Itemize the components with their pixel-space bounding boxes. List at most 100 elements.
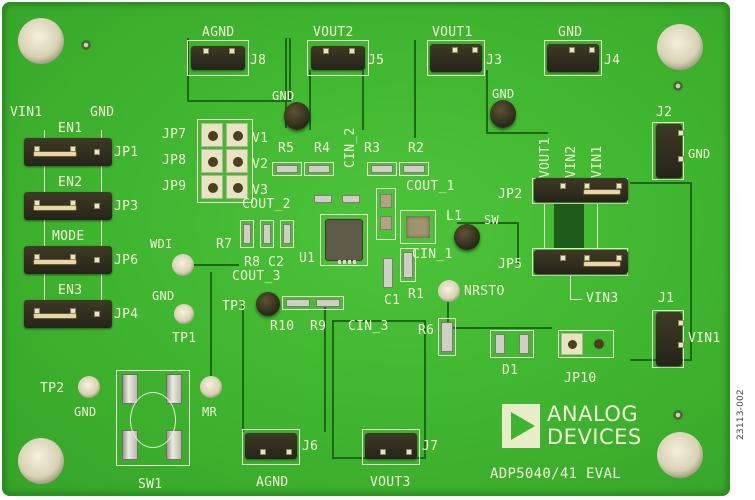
r1-label: R1 — [408, 287, 425, 302]
sw1-button[interactable] — [130, 392, 176, 448]
strip-outline — [544, 204, 598, 248]
j3-outline — [427, 40, 485, 76]
jp5-ref: JP5 — [498, 257, 523, 272]
j7-ref: J7 — [422, 439, 439, 454]
l1-label: L1 — [446, 209, 463, 224]
logo-triangle-icon — [511, 412, 535, 440]
label-gnd: GND — [90, 105, 115, 120]
jp2-ref: JP2 — [498, 187, 523, 202]
sw1-pad — [122, 374, 138, 404]
analog-devices-logo — [502, 404, 540, 448]
trace — [242, 302, 326, 432]
pin — [260, 449, 266, 455]
vin3-leader — [570, 276, 582, 300]
j1-ref: J1 — [658, 291, 675, 306]
cin-outline — [376, 188, 396, 240]
pin — [678, 320, 684, 326]
jp7-pad-b[interactable] — [226, 123, 248, 147]
mr-test-point[interactable] — [200, 376, 222, 398]
cap — [380, 194, 392, 208]
pin — [584, 255, 590, 261]
pin — [678, 130, 684, 136]
sw-label: SW — [484, 213, 500, 227]
j1-vin1-label: VIN1 — [688, 331, 721, 346]
cout1-label: COUT_1 — [406, 179, 455, 194]
connector-j5[interactable] — [311, 46, 365, 70]
tp1-label: TP1 — [172, 331, 197, 346]
pin — [70, 308, 76, 314]
jp9-pad-b[interactable] — [226, 175, 248, 199]
connector-j8[interactable] — [191, 46, 245, 70]
shunt — [34, 206, 76, 210]
jp7-ref: JP7 — [162, 127, 187, 142]
r6-label: R6 — [418, 323, 435, 338]
ic-pin — [338, 260, 341, 264]
jp7-pad-a[interactable] — [201, 123, 223, 147]
r8 — [263, 224, 271, 244]
v2-label: V2 — [252, 157, 269, 172]
trace — [442, 327, 552, 329]
pin — [203, 48, 209, 54]
r8-label: R8 — [244, 255, 261, 270]
gnd-test-loop-1[interactable] — [284, 102, 310, 130]
nrsto-label: NRSTO — [464, 284, 505, 299]
jp8-pad-b[interactable] — [226, 149, 248, 173]
jp10-pad-a[interactable] — [561, 333, 583, 355]
gnd-test-loop-2[interactable] — [490, 100, 516, 128]
logo-text-analog: ANALOG — [547, 402, 639, 426]
c2-label: C2 — [268, 255, 285, 270]
label-en3: EN3 — [58, 283, 83, 298]
r7-outline — [240, 220, 254, 248]
trace — [187, 38, 291, 102]
r10-label: R10 — [270, 319, 295, 334]
r3-label: R3 — [364, 141, 381, 156]
tp2-test-point[interactable] — [78, 376, 100, 398]
connector-j4[interactable] — [547, 44, 599, 72]
pin — [94, 257, 100, 263]
connector-j3[interactable] — [430, 44, 482, 72]
wdi-test-point[interactable] — [172, 254, 194, 276]
connector-j6[interactable] — [245, 433, 297, 459]
tp3-test-loop[interactable] — [256, 292, 280, 316]
j7-vout3-label: VOUT3 — [370, 475, 411, 490]
via — [673, 410, 683, 420]
connector-j7[interactable] — [365, 433, 417, 459]
jumper-jp6[interactable] — [24, 246, 112, 274]
j5-label: VOUT2 — [313, 25, 354, 40]
trace — [285, 38, 287, 128]
jumper-jp4[interactable] — [24, 300, 112, 328]
j6-outline — [242, 429, 300, 465]
r9-label: R9 — [310, 319, 327, 334]
jp9-pad-a[interactable] — [201, 175, 223, 199]
sw1-pad — [122, 430, 138, 460]
tp1-test-point[interactable] — [174, 304, 194, 324]
j8-label: AGND — [202, 25, 235, 40]
cap — [380, 216, 392, 230]
jp8-pad-a[interactable] — [201, 149, 223, 173]
sw-test-loop[interactable] — [454, 224, 480, 250]
jp10-pad-b[interactable] — [594, 339, 604, 349]
pin — [94, 203, 100, 209]
connector-j1[interactable] — [656, 312, 684, 366]
nrsto-test-point[interactable] — [438, 280, 460, 302]
cin2-label: CIN_2 — [343, 127, 358, 168]
jp9-ref: JP9 — [162, 179, 187, 194]
j5-outline — [307, 40, 369, 76]
j7-outline — [362, 429, 420, 465]
r6-outline — [438, 318, 456, 356]
connector-j2[interactable] — [656, 124, 684, 178]
r9 — [316, 299, 340, 307]
label-mode: MODE — [52, 229, 85, 244]
jumper-jp3[interactable] — [24, 192, 112, 220]
jumper-jp5[interactable] — [534, 250, 628, 274]
pin — [678, 156, 684, 162]
shunt — [34, 260, 76, 264]
ic-pin — [348, 260, 351, 264]
pin — [569, 47, 575, 53]
jumper-jp1[interactable] — [24, 138, 112, 166]
tp2-gnd-label: GND — [74, 405, 97, 419]
jumper-jp2[interactable] — [534, 178, 628, 202]
pin — [229, 48, 235, 54]
u1-outline — [320, 214, 368, 266]
sw1-outline — [116, 370, 190, 466]
